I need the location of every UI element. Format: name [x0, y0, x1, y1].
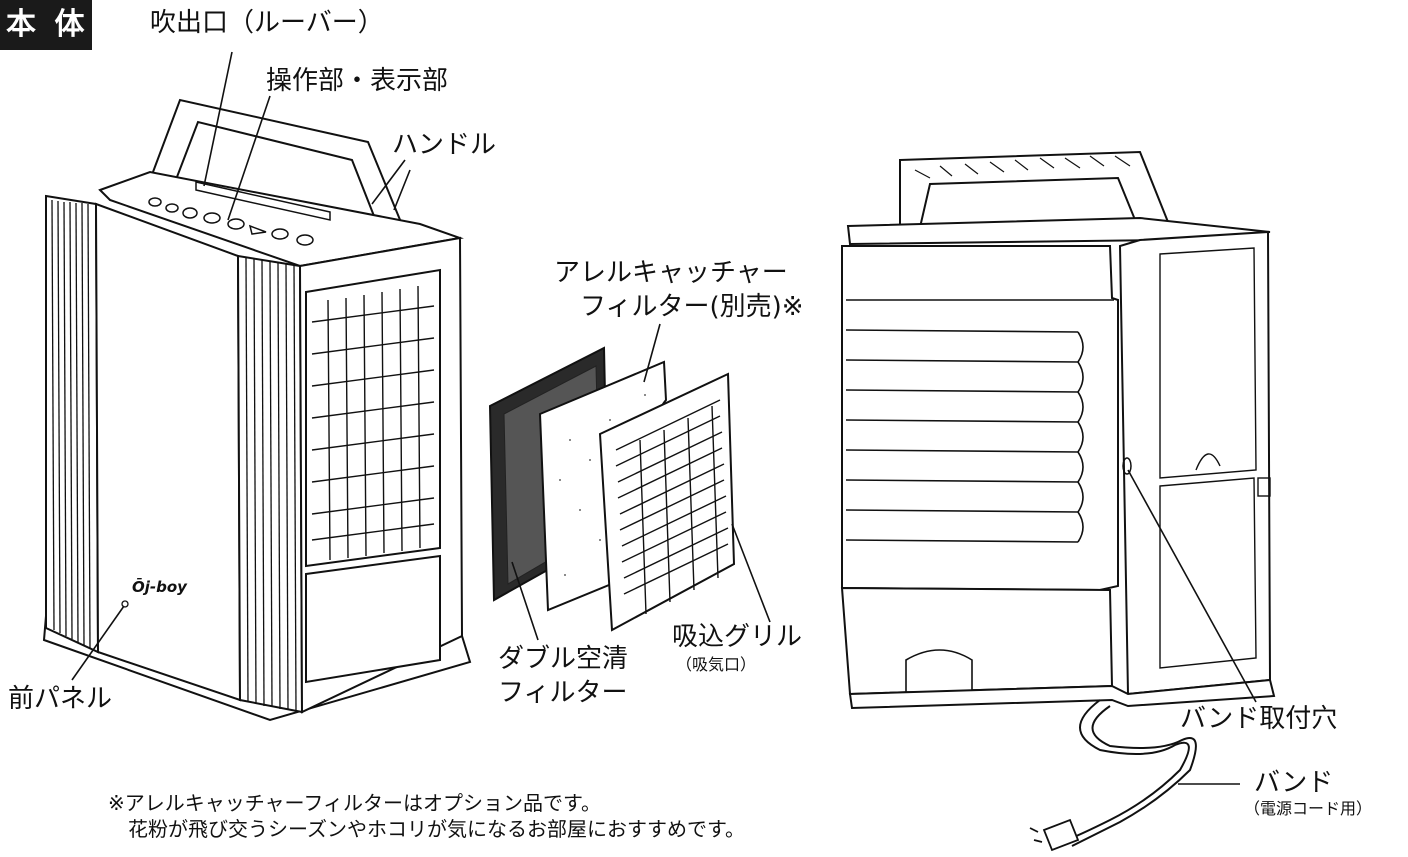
label-control-display: 操作部・表示部	[266, 66, 449, 96]
leader-handle-2	[393, 169, 411, 211]
power-socket	[1257, 477, 1271, 497]
front-panel	[94, 202, 242, 702]
power-cord	[1061, 699, 1190, 843]
label-intake-grille: 吸込グリル	[672, 622, 803, 652]
label-band-hole: バンド取付穴	[1180, 704, 1338, 734]
label-allergen-filter-line2: フィルター(別売)※	[580, 292, 804, 322]
section-title: 本 体	[0, 0, 92, 50]
power-plug	[1042, 818, 1080, 852]
side-grille-slats	[311, 285, 435, 561]
note-line-2: 花粉が飛び交うシーズンやホコリが気になるお部屋におすすめです。	[108, 817, 745, 841]
leader-control	[227, 95, 271, 221]
leader-outlet	[203, 51, 233, 187]
tank-ribs	[845, 299, 1114, 543]
side-grille-frame	[305, 268, 441, 568]
louver	[195, 181, 331, 221]
leader-handle-1	[371, 159, 406, 205]
label-band-sub: （電源コード用）	[1244, 799, 1373, 818]
label-allergen-filter-line1: アレルキャッチャー	[554, 258, 788, 288]
left-fins	[51, 199, 91, 649]
leader-intake-grille	[731, 523, 771, 623]
note-line-1: ※アレルキャッチャーフィルターはオプション品です。	[108, 791, 601, 815]
brand-logo: Ōj-boy	[132, 578, 187, 596]
leader-band-hole	[1127, 469, 1257, 703]
rear-handle-hatch	[914, 155, 1131, 179]
lower-side-panel	[305, 554, 441, 684]
rear-lower-bucket	[840, 586, 1114, 696]
rear-base	[848, 678, 1276, 710]
leader-front-panel	[71, 605, 125, 681]
band-mount-hole	[1122, 457, 1132, 475]
filter-stack	[488, 346, 736, 632]
leader-allergen	[643, 323, 661, 383]
label-outlet: 吹出口（ルーバー）	[150, 8, 384, 38]
label-handle: ハンドル	[392, 130, 497, 160]
rear-water-tank	[841, 245, 1119, 592]
label-double-filter-line1: ダブル空清	[498, 644, 629, 674]
front-panel-indicator	[121, 600, 129, 608]
control-buttons	[148, 197, 314, 246]
intake-grille-slats	[615, 399, 729, 615]
bucket-handle-slot	[905, 649, 973, 693]
leader-double-filter	[511, 561, 539, 641]
label-double-filter-line2: フィルター	[498, 678, 628, 708]
label-band: バンド	[1254, 768, 1334, 798]
right-fins	[245, 257, 297, 712]
leader-lines	[71, 51, 1257, 785]
front-unit	[42, 98, 472, 722]
label-intake-grille-sub: （吸気口）	[676, 655, 757, 674]
rear-unit	[840, 150, 1276, 852]
label-front-panel: 前パネル	[8, 684, 113, 714]
